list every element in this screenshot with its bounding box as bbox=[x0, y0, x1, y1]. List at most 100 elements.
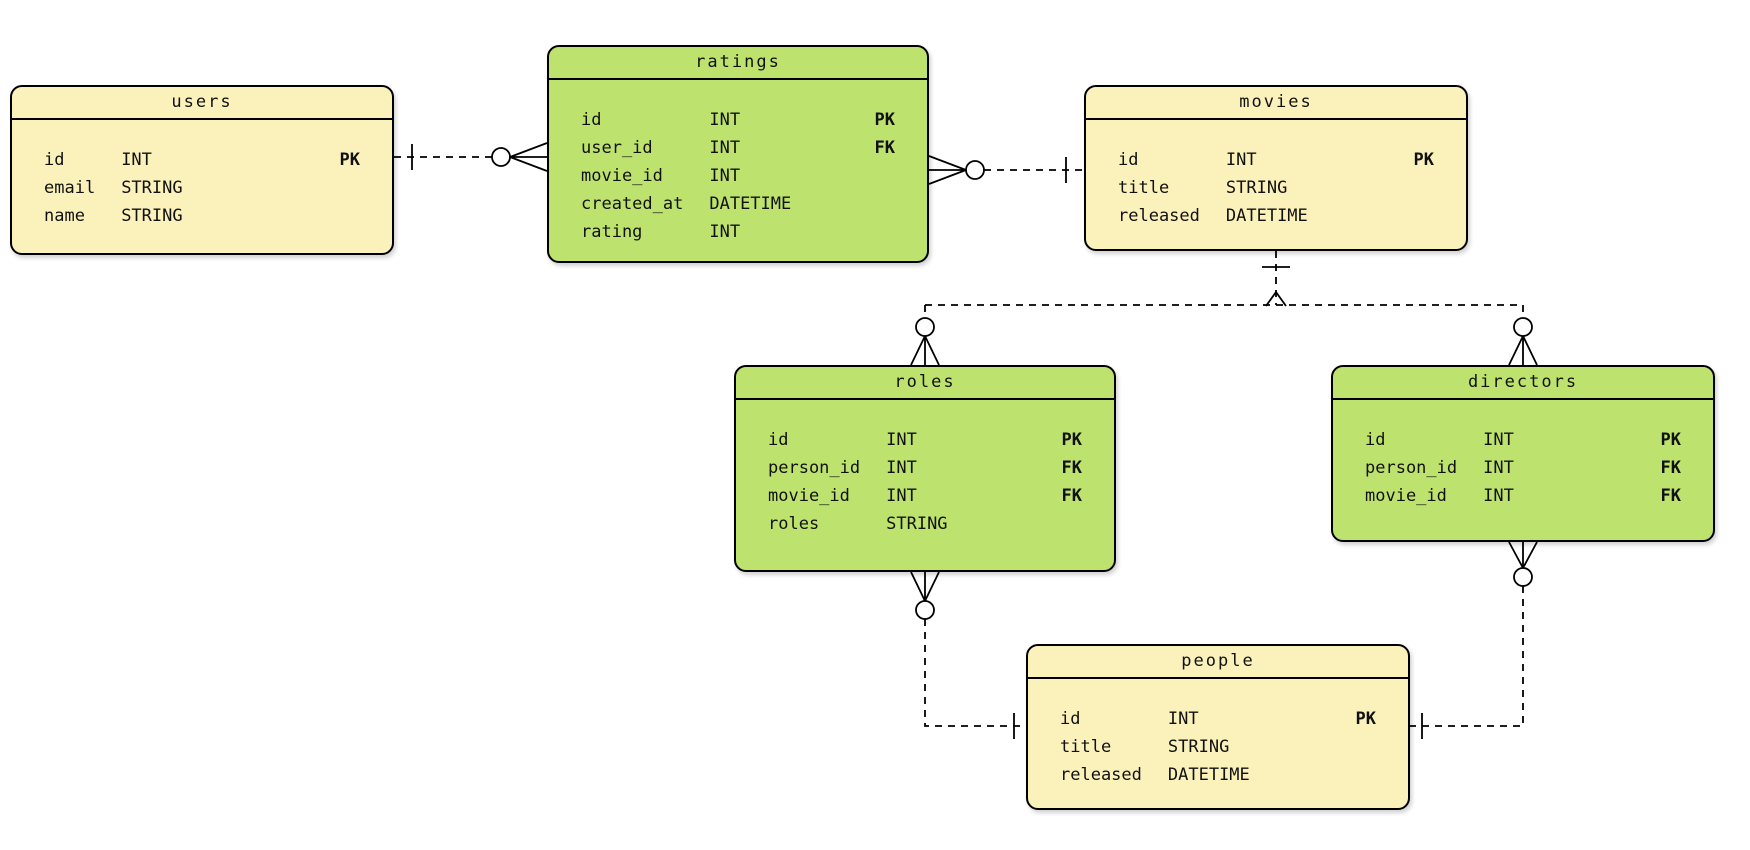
field-key bbox=[340, 174, 360, 202]
entity-movies: movies id INT PK title STRING released D… bbox=[1084, 85, 1468, 251]
field-row: created_at DATETIME bbox=[581, 190, 895, 218]
field-row: id INT PK bbox=[581, 106, 895, 134]
field-type: INT bbox=[709, 110, 741, 130]
field-type: STRING bbox=[1225, 178, 1288, 198]
zero-circle bbox=[1513, 317, 1533, 337]
field-key bbox=[1356, 733, 1376, 761]
entity-users-title: users bbox=[12, 87, 392, 120]
field-name: released bbox=[1060, 765, 1142, 785]
field-key bbox=[1414, 174, 1434, 202]
field-key: PK bbox=[339, 150, 360, 170]
field-name: released bbox=[1118, 206, 1200, 226]
zero-circle bbox=[915, 600, 935, 620]
entity-roles-title: roles bbox=[736, 367, 1114, 400]
field-key: PK bbox=[1660, 430, 1681, 450]
field-key: PK bbox=[874, 110, 895, 130]
field-row: rating INT bbox=[581, 218, 895, 246]
entity-movies-fields: id INT PK title STRING released DATETIME bbox=[1118, 146, 1434, 230]
field-row: user_id INT FK bbox=[581, 134, 895, 162]
field-row: movie_id INT FK bbox=[1365, 482, 1681, 510]
field-key: FK bbox=[1660, 458, 1681, 478]
field-type: INT bbox=[1483, 430, 1514, 450]
connector-directors-people bbox=[1410, 541, 1538, 739]
field-key bbox=[1356, 761, 1376, 789]
field-row: title STRING bbox=[1118, 174, 1434, 202]
field-row: released DATETIME bbox=[1060, 761, 1376, 789]
entity-directors: directors id INT PK person_id INT FK mov… bbox=[1331, 365, 1715, 542]
field-name: title bbox=[1118, 178, 1170, 198]
field-row: id INT PK bbox=[1060, 705, 1376, 733]
field-name: person_id bbox=[1365, 458, 1458, 478]
entity-directors-fields: id INT PK person_id INT FK movie_id INT … bbox=[1365, 426, 1681, 510]
field-type: INT bbox=[886, 430, 917, 450]
field-key: PK bbox=[1355, 709, 1376, 729]
field-name: movie_id bbox=[768, 486, 850, 506]
field-key: PK bbox=[1061, 430, 1082, 450]
field-type: INT bbox=[121, 150, 152, 170]
field-row: person_id INT FK bbox=[1365, 454, 1681, 482]
field-row: id INT PK bbox=[1118, 146, 1434, 174]
entity-users-fields: id INT PK email STRING name STRING bbox=[44, 146, 360, 230]
connector-roles-people bbox=[910, 571, 1026, 739]
field-row: id INT PK bbox=[768, 426, 1082, 454]
field-row: person_id INT FK bbox=[768, 454, 1082, 482]
zero-circle bbox=[965, 160, 985, 180]
field-key: FK bbox=[1061, 458, 1082, 478]
field-key: FK bbox=[1660, 486, 1681, 506]
field-name: movie_id bbox=[581, 166, 663, 186]
entity-roles-fields: id INT PK person_id INT FK movie_id INT … bbox=[768, 426, 1082, 538]
field-name: user_id bbox=[581, 138, 653, 158]
field-key: PK bbox=[1413, 150, 1434, 170]
junction-chevron-icon bbox=[1265, 290, 1287, 307]
field-key bbox=[875, 162, 895, 190]
field-type: DATETIME bbox=[1167, 765, 1250, 785]
field-name: id bbox=[1365, 430, 1386, 450]
field-row: released DATETIME bbox=[1118, 202, 1434, 230]
entity-roles: roles id INT PK person_id INT FK movie_i… bbox=[734, 365, 1116, 572]
field-name: id bbox=[44, 150, 65, 170]
field-name: title bbox=[1060, 737, 1112, 757]
field-name: person_id bbox=[768, 458, 861, 478]
field-type: INT bbox=[709, 166, 741, 186]
field-type: INT bbox=[709, 222, 741, 242]
entity-users: users id INT PK email STRING name STRING bbox=[10, 85, 394, 255]
field-type: INT bbox=[1483, 486, 1514, 506]
field-type: INT bbox=[1225, 150, 1257, 170]
field-type: INT bbox=[1483, 458, 1514, 478]
field-type: STRING bbox=[886, 514, 948, 534]
field-key bbox=[340, 202, 360, 230]
field-name: id bbox=[768, 430, 789, 450]
connector-movies-roles-directors bbox=[910, 251, 1538, 366]
entity-people: people id INT PK title STRING released D… bbox=[1026, 644, 1410, 810]
field-type: STRING bbox=[121, 206, 183, 226]
field-row: roles STRING bbox=[768, 510, 1082, 538]
many-crowfoot-icon bbox=[509, 142, 548, 172]
field-type: INT bbox=[709, 138, 741, 158]
field-row: movie_id INT FK bbox=[768, 482, 1082, 510]
zero-circle bbox=[1513, 567, 1533, 587]
field-name: roles bbox=[768, 514, 820, 534]
connector-users-ratings bbox=[394, 142, 548, 172]
field-row: name STRING bbox=[44, 202, 360, 230]
field-row: movie_id INT bbox=[581, 162, 895, 190]
field-type: STRING bbox=[121, 178, 183, 198]
many-crowfoot-icon bbox=[1508, 335, 1538, 366]
field-type: STRING bbox=[1167, 737, 1230, 757]
field-name: email bbox=[44, 178, 96, 198]
field-row: title STRING bbox=[1060, 733, 1376, 761]
entity-directors-title: directors bbox=[1333, 367, 1713, 400]
field-row: id INT PK bbox=[1365, 426, 1681, 454]
entity-people-title: people bbox=[1028, 646, 1408, 679]
many-crowfoot-icon bbox=[928, 155, 967, 185]
field-row: email STRING bbox=[44, 174, 360, 202]
entity-people-fields: id INT PK title STRING released DATETIME bbox=[1060, 705, 1376, 789]
field-name: id bbox=[1060, 709, 1081, 729]
field-type: INT bbox=[886, 458, 917, 478]
zero-circle bbox=[491, 147, 511, 167]
entity-ratings-fields: id INT PK user_id INT FK movie_id INT cr… bbox=[581, 106, 895, 246]
field-name: id bbox=[1118, 150, 1139, 170]
entity-ratings: ratings id INT PK user_id INT FK movie_i… bbox=[547, 45, 929, 263]
many-crowfoot-icon bbox=[910, 571, 940, 602]
field-name: created_at bbox=[581, 194, 684, 214]
